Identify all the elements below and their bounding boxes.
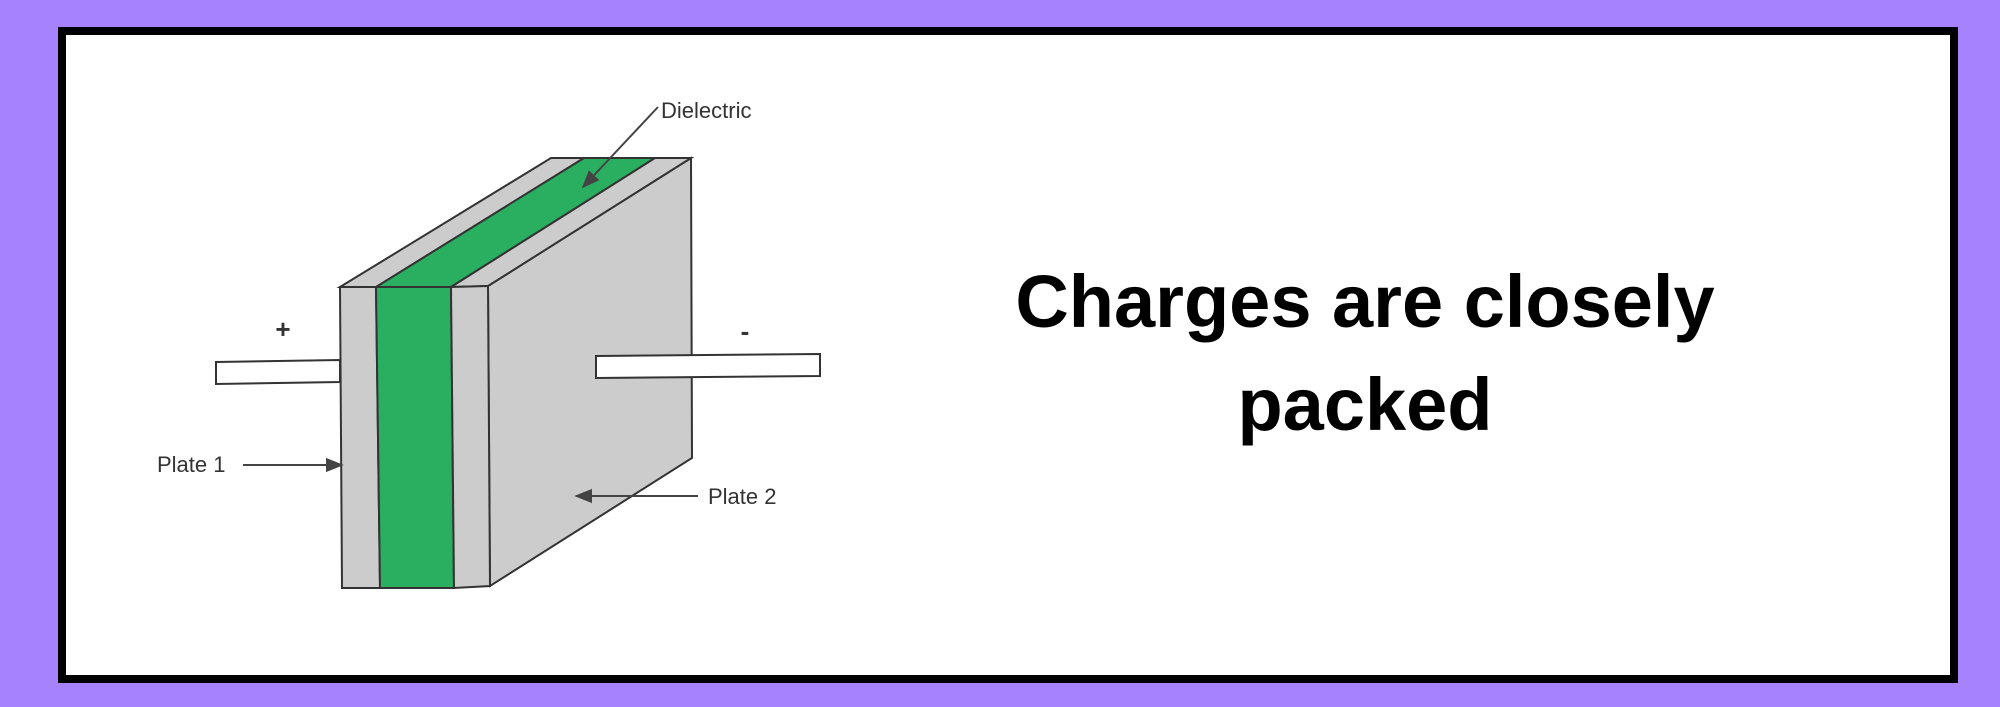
- caption-heading: Charges are closely packed: [1015, 260, 1715, 446]
- dielectric-arrow: [581, 106, 659, 189]
- right-terminal-lead: [595, 352, 821, 380]
- plate1-side-face: [338, 286, 382, 589]
- plate2-label: Plate 2: [708, 484, 777, 509]
- left-terminal-lead: [215, 358, 341, 386]
- plate2-side-face: [449, 284, 492, 590]
- positive-terminal-label: +: [275, 314, 290, 344]
- dielectric-side-face: [374, 286, 456, 589]
- negative-terminal-label: -: [741, 316, 750, 346]
- plate1-label: Plate 1: [157, 452, 226, 477]
- dielectric-label: Dielectric: [661, 98, 751, 123]
